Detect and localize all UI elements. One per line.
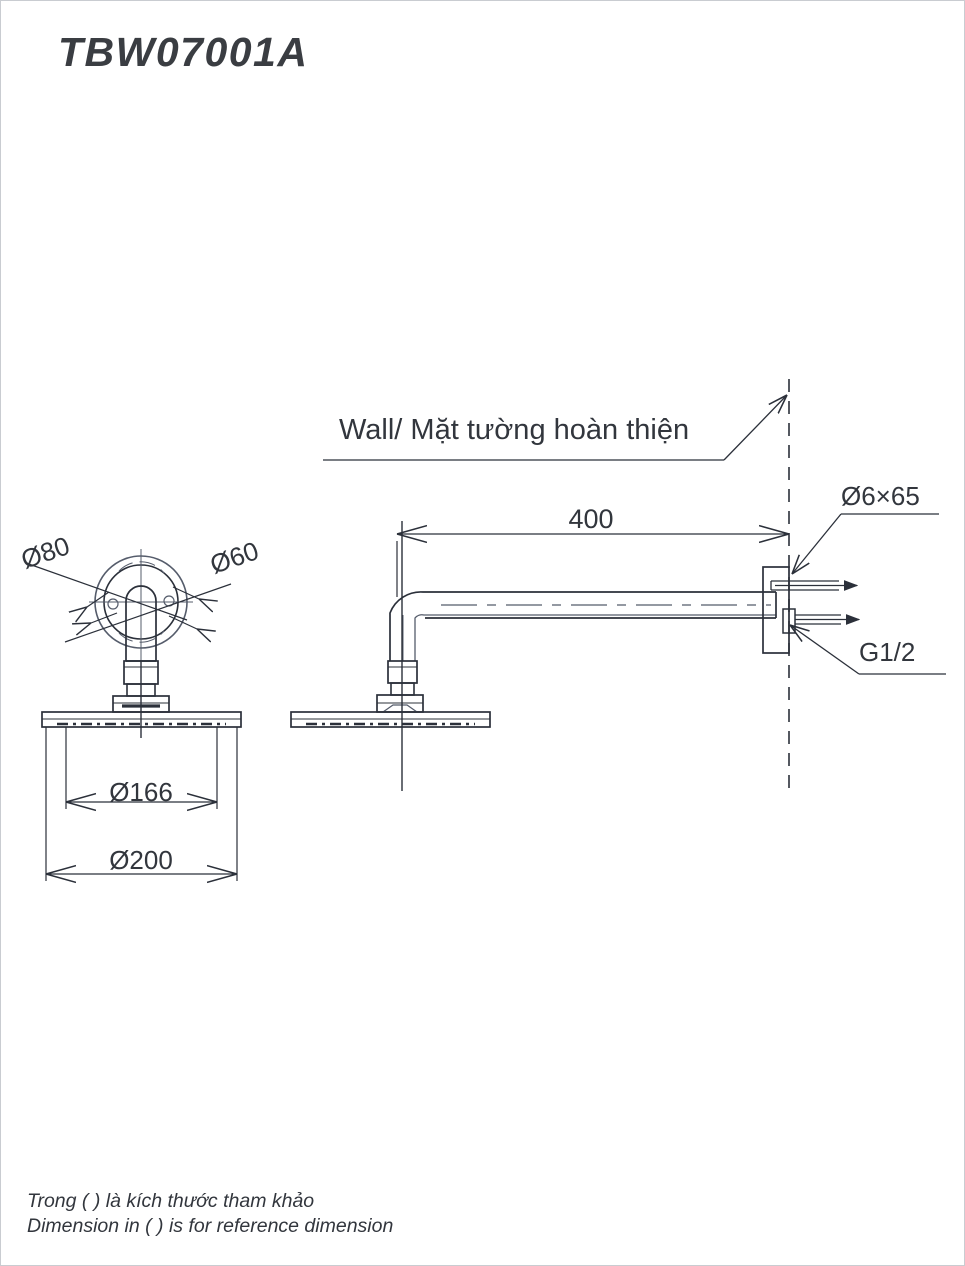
thread-spec-label: G1/2 bbox=[859, 637, 915, 667]
page-title: TBW07001A bbox=[58, 29, 309, 75]
leader-80-a bbox=[25, 562, 188, 621]
dim-label-head-outer: Ø200 bbox=[109, 845, 173, 875]
side-view-shower-head bbox=[290, 711, 491, 728]
leader-60-a bbox=[64, 583, 232, 643]
front-view-dimensions bbox=[45, 727, 238, 881]
side-view-head-neck bbox=[376, 694, 424, 713]
thread-spec-leader bbox=[790, 625, 946, 675]
dim-label-flange-inner: Ø60 bbox=[206, 535, 262, 579]
mounting-screw-lower bbox=[782, 608, 861, 634]
front-view-group bbox=[41, 549, 242, 738]
side-view-group bbox=[290, 379, 861, 791]
side-view-dimensions bbox=[396, 534, 789, 597]
dim-label-arm-length: 400 bbox=[568, 504, 613, 534]
wall-mount-flange bbox=[762, 566, 790, 654]
front-view-flange bbox=[89, 549, 193, 661]
side-view-shower-arm bbox=[389, 591, 776, 661]
wall-label-leader bbox=[323, 395, 787, 461]
reference-note: Trong ( ) là kích thước tham khảo Dimens… bbox=[27, 1189, 393, 1239]
wall-label: Wall/ Mặt tường hoàn thiện bbox=[339, 414, 689, 446]
reference-note-vi: Trong ( ) là kích thước tham khảo bbox=[27, 1190, 315, 1212]
front-view-leaders bbox=[25, 562, 232, 643]
screw-spec-leader bbox=[792, 513, 939, 574]
reference-note-en: Dimension in ( ) is for reference dimens… bbox=[27, 1215, 394, 1237]
screw-spec-label: Ø6×65 bbox=[841, 481, 920, 511]
mounting-screw-upper bbox=[770, 580, 859, 591]
dim-label-head-inner: Ø166 bbox=[109, 777, 173, 807]
dim-label-flange-outer: Ø80 bbox=[17, 530, 73, 574]
